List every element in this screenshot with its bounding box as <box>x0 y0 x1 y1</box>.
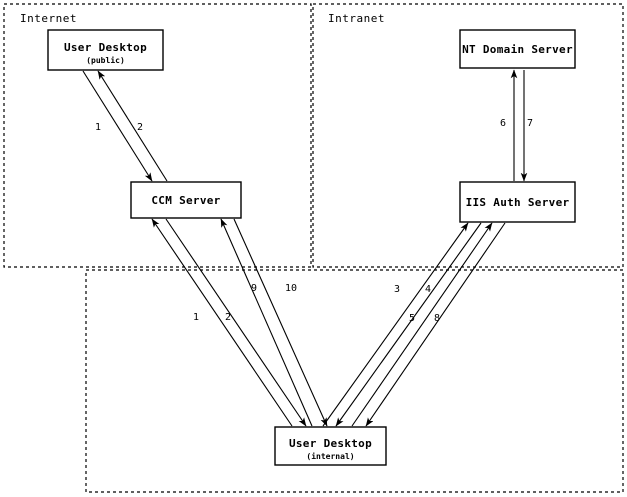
step-label-flow-10: 10 <box>285 283 297 294</box>
step-label-flow-1-internal: 1 <box>193 312 199 323</box>
flow-arrow-flow-1-internal <box>151 218 293 427</box>
step-label-flow-5: 5 <box>409 313 415 324</box>
node-box-ccm-server <box>130 181 242 219</box>
flow-arrow-flow-2-internal <box>165 218 307 427</box>
step-label-flow-4: 4 <box>425 284 431 295</box>
flow-arrow-flow-4 <box>335 222 482 427</box>
node-user-desktop-internal: User Desktop(internal) <box>274 426 387 466</box>
zone-boundary-intranet <box>312 3 624 268</box>
zone-label-intranet: Intranet <box>328 12 385 25</box>
node-title-iis-auth-server: IIS Auth Server <box>466 196 570 209</box>
step-label-flow-8: 8 <box>434 313 440 324</box>
node-title-user-desktop-internal: User Desktop <box>289 437 372 450</box>
flow-arrow-flow-1-public <box>82 70 153 182</box>
flow-arrow-flow-9 <box>220 218 313 427</box>
step-label-flow-1-public: 1 <box>95 122 101 133</box>
node-title-user-desktop-public: User Desktop <box>64 41 147 54</box>
flow-arrow-flow-10 <box>233 218 328 427</box>
node-box-user-desktop-public <box>47 29 164 71</box>
node-box-nt-domain-server <box>459 29 576 69</box>
node-ccm-server: CCM Server <box>130 181 242 219</box>
step-label-flow-2-public: 2 <box>137 122 143 133</box>
flow-arrow-flow-3 <box>322 222 469 427</box>
node-subtitle-user-desktop-internal: (internal) <box>306 451 354 461</box>
node-title-nt-domain-server: NT Domain Server <box>462 43 573 56</box>
node-title-ccm-server: CCM Server <box>151 194 220 207</box>
flow-arrow-flow-5 <box>351 222 493 427</box>
step-label-flow-6: 6 <box>500 118 506 129</box>
step-label-flow-9: 9 <box>251 283 257 294</box>
flow-arrows <box>82 69 528 427</box>
step-label-flow-2-internal: 2 <box>225 312 231 323</box>
step-label-flow-7: 7 <box>527 118 533 129</box>
zone-boundaries: Internet Intranet <box>3 3 624 493</box>
node-user-desktop-public: User Desktop(public) <box>47 29 164 71</box>
step-label-flow-3: 3 <box>394 284 400 295</box>
node-iis-auth-server: IIS Auth Server <box>459 181 576 223</box>
node-box-user-desktop-internal <box>274 426 387 466</box>
zone-boundary-internet <box>3 3 312 268</box>
node-subtitle-user-desktop-public: (public) <box>86 55 125 65</box>
flow-arrow-flow-8 <box>365 222 506 427</box>
flow-step-labels: 1 2 1 2 3 4 5 8 6 7 9 10 <box>95 118 533 324</box>
node-box-iis-auth-server <box>459 181 576 223</box>
flow-arrow-flow-2-public <box>97 70 168 182</box>
zone-boundary-internal-network <box>85 269 624 493</box>
zone-label-internet: Internet <box>20 12 77 25</box>
node-nt-domain-server: NT Domain Server <box>459 29 576 69</box>
